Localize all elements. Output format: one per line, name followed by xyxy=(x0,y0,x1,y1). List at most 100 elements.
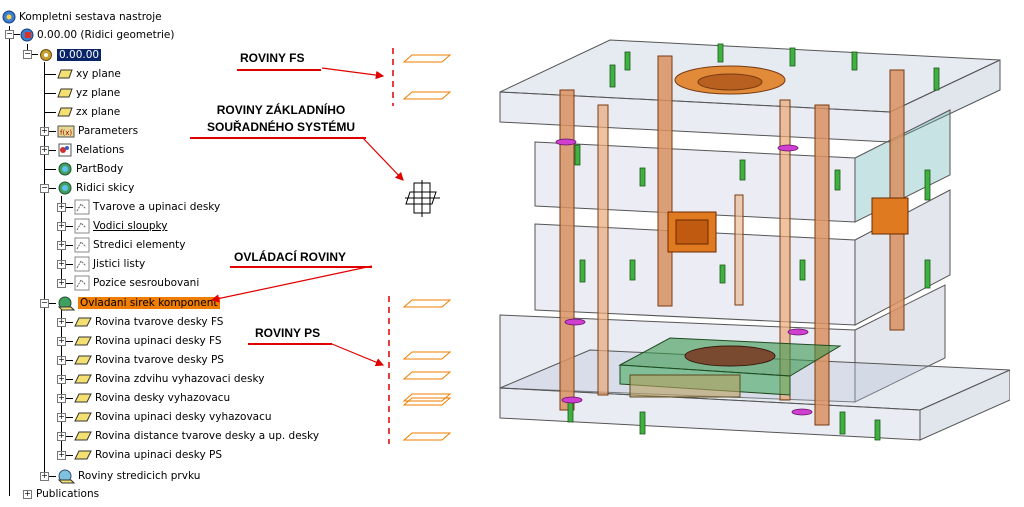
plane-icon xyxy=(74,431,92,441)
expand-toggle[interactable]: − xyxy=(40,183,49,193)
expand-toggle[interactable]: + xyxy=(57,355,66,365)
tree-node-plane[interactable]: Rovina zdvihu vyhazovaci desky xyxy=(74,370,264,388)
tree-node-publications[interactable]: Publications xyxy=(36,485,99,503)
tree-node-plane[interactable]: Rovina tvarove desky FS xyxy=(74,313,223,331)
tree-node-product[interactable]: 0.00.00 (Ridici geometrie) xyxy=(20,26,174,44)
tree-node-parameters[interactable]: f(x) Parameters xyxy=(57,122,138,140)
ejector-block xyxy=(629,374,741,398)
tree-line xyxy=(66,264,73,265)
tree-node-ridici-skicy[interactable]: Ridici skicy xyxy=(57,179,134,197)
guide-pillar xyxy=(814,104,830,426)
plane-symbol xyxy=(402,54,452,63)
product-icon xyxy=(2,10,16,24)
tree-node-plane[interactable]: Rovina distance tvarove desky a up. desk… xyxy=(74,427,319,445)
tree-node-label: 0.00.00 xyxy=(57,49,102,61)
tree-node-yz-plane[interactable]: yz plane xyxy=(57,84,120,102)
tree-node-sketch[interactable]: Stredici elementy xyxy=(74,236,185,254)
expand-toggle[interactable]: + xyxy=(57,336,66,346)
screw xyxy=(574,144,581,166)
tree-node-root[interactable]: Kompletni sestava nastroje xyxy=(2,8,162,26)
tree-node-label: Stredici elementy xyxy=(93,239,186,251)
tree-node-plane[interactable]: Rovina upinaci desky FS xyxy=(74,332,222,350)
expand-toggle[interactable]: − xyxy=(5,29,14,39)
tree-node-label: Jistici listy xyxy=(93,258,146,270)
tree-node-label: Kompletni sestava nastroje xyxy=(19,11,162,23)
guide-bushing xyxy=(555,138,577,146)
screw xyxy=(799,259,806,281)
expand-toggle[interactable]: + xyxy=(40,145,49,155)
plane-icon xyxy=(74,412,92,422)
tree-line xyxy=(44,62,45,479)
tree-node-plane[interactable]: Rovina desky vyhazovacu xyxy=(74,389,230,407)
annotation-underline xyxy=(237,69,321,71)
expand-toggle[interactable]: + xyxy=(40,471,49,481)
expand-toggle[interactable]: + xyxy=(57,412,66,422)
geometrical-set-icon xyxy=(57,469,75,484)
sketch-icon xyxy=(74,256,90,272)
plane-symbol xyxy=(402,432,452,441)
tree-node-ovladani-sirek[interactable]: Ovladani sirek komponent xyxy=(57,294,220,312)
screw xyxy=(639,167,646,187)
tree-node-label: xy plane xyxy=(76,68,121,80)
tree-line xyxy=(66,417,73,418)
expand-toggle[interactable]: + xyxy=(57,240,66,250)
expand-toggle[interactable]: + xyxy=(57,393,66,403)
guide-pillar xyxy=(597,104,609,396)
expand-toggle[interactable]: + xyxy=(57,431,66,441)
expand-toggle[interactable]: + xyxy=(57,202,66,212)
tree-line xyxy=(49,150,56,151)
tree-line xyxy=(66,379,73,380)
screw xyxy=(719,264,726,284)
plane-symbol xyxy=(402,393,452,402)
centering-block xyxy=(871,197,909,235)
tree-node-sketch[interactable]: Jistici listy xyxy=(74,255,145,273)
tree-node-zx-plane[interactable]: zx plane xyxy=(57,103,120,121)
sketch-icon xyxy=(74,275,90,291)
bottom-clamping-plate-side xyxy=(919,369,1010,441)
expand-toggle[interactable]: + xyxy=(57,374,66,384)
screw xyxy=(851,51,858,71)
tree-node-label: yz plane xyxy=(76,87,121,99)
expand-toggle[interactable]: + xyxy=(23,489,32,499)
expand-toggle[interactable]: + xyxy=(40,126,49,136)
plane-icon xyxy=(74,374,92,384)
annotation-ovladaci-roviny: OVLÁDACÍ ROVINY xyxy=(234,250,347,264)
arrow xyxy=(361,136,404,181)
tree-node-sketch[interactable]: Pozice sesroubovani xyxy=(74,274,199,292)
tree-line xyxy=(14,34,20,35)
expand-toggle[interactable]: + xyxy=(57,317,66,327)
tree-node-sketch[interactable]: Tvarove a upinaci desky xyxy=(74,198,220,216)
tree-node-plane[interactable]: Rovina upinaci desky vyhazovacu xyxy=(74,408,272,426)
guide-pillar xyxy=(779,99,791,401)
tree-node-label: Rovina upinaci desky PS xyxy=(95,449,223,461)
annotation-roviny-zakladniho-1: ROVINY ZÁKLADNÍHO xyxy=(216,103,346,117)
expand-toggle[interactable]: + xyxy=(57,221,66,231)
tree-node-label: Roviny stredicich prvku xyxy=(78,470,201,482)
screw xyxy=(924,259,931,289)
tree-node-sketch[interactable]: Vodici sloupky xyxy=(74,217,167,235)
tree-node-roviny-stredicich[interactable]: Roviny stredicich prvku xyxy=(57,467,200,485)
arrow xyxy=(321,67,385,80)
screw xyxy=(924,169,931,201)
screw xyxy=(629,259,636,281)
tree-node-xy-plane[interactable]: xy plane xyxy=(57,65,121,83)
expand-toggle[interactable]: + xyxy=(57,450,66,460)
arrow xyxy=(331,343,385,367)
expand-toggle[interactable]: − xyxy=(23,49,32,59)
screw xyxy=(839,411,846,435)
plane-icon xyxy=(57,69,73,79)
tree-node-label: zx plane xyxy=(76,106,121,118)
tree-line xyxy=(66,398,73,399)
tree-node-part[interactable]: 0.00.00 xyxy=(38,46,102,64)
tree-node-relations[interactable]: Relations xyxy=(57,141,124,159)
guide-bushing xyxy=(787,328,809,336)
tree-node-plane[interactable]: Rovina upinaci desky PS xyxy=(74,446,222,464)
plane-icon xyxy=(74,393,92,403)
tree-node-plane[interactable]: Rovina tvarove desky PS xyxy=(74,351,224,369)
tree-node-partbody[interactable]: PartBody xyxy=(57,160,123,178)
screw xyxy=(717,43,724,63)
mold-3d-model xyxy=(499,39,1010,441)
expand-toggle[interactable]: − xyxy=(40,298,49,308)
expand-toggle[interactable]: + xyxy=(57,259,66,269)
expand-toggle[interactable]: + xyxy=(57,278,66,288)
